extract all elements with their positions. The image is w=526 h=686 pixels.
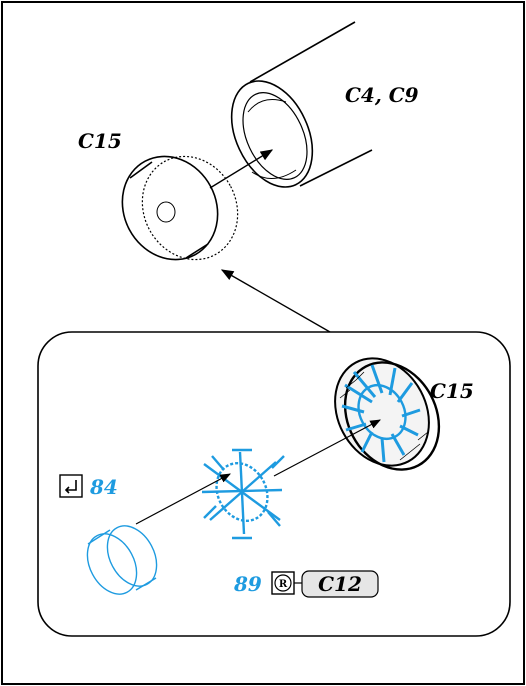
label-wheel-main: C15 — [78, 129, 122, 153]
arrow-disc-to-tube — [209, 149, 274, 189]
tube-part — [230, 21, 373, 188]
label-wheel-inset: C15 — [430, 379, 474, 403]
wheel-disc — [121, 155, 239, 261]
ref-part-label: C12 — [318, 572, 362, 596]
step-number-84: 84 — [89, 475, 118, 499]
step-84-marker: 84 — [59, 474, 118, 499]
ref-symbol: R — [279, 579, 288, 590]
arrow-cap-to-hub — [135, 473, 231, 525]
step-89-marker: 89 R C12 — [233, 570, 379, 598]
detail-panel — [37, 331, 511, 637]
ref-part-badge — [301, 570, 379, 598]
inset-wheel — [334, 357, 441, 471]
step-number-89: 89 — [233, 572, 262, 596]
inset-cap — [86, 525, 158, 595]
arrow-hub-to-wheel — [273, 419, 381, 477]
arrow-panel-to-disc — [220, 269, 331, 333]
inset-hub — [201, 448, 285, 540]
return-arrow-icon — [59, 474, 83, 498]
label-tube-parts: C4, C9 — [345, 83, 419, 107]
